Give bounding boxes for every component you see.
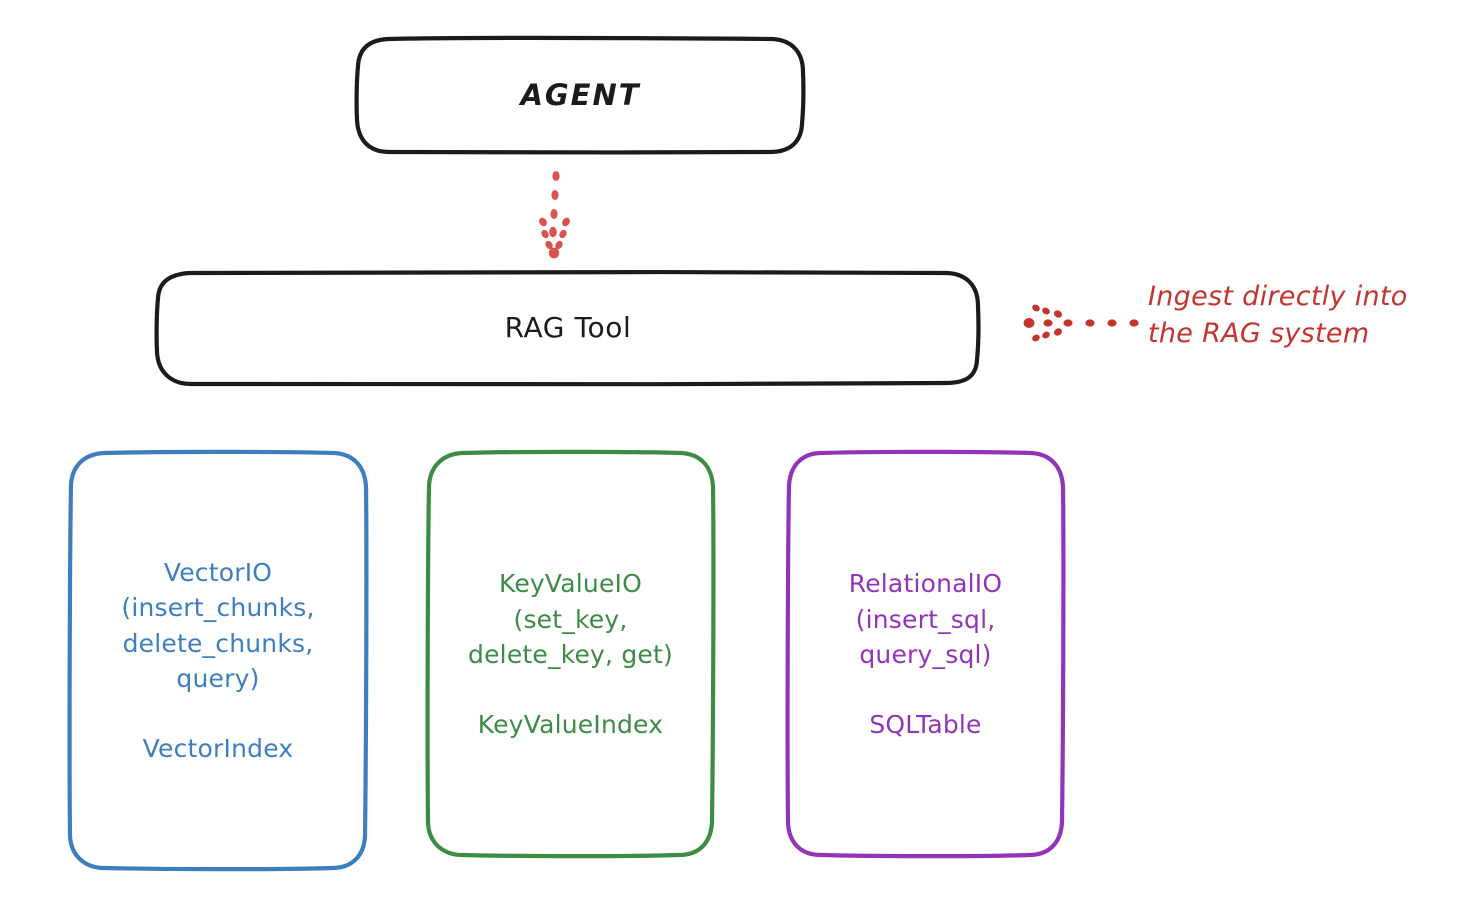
agent-node[interactable]: AGENT [357, 38, 804, 153]
ingest-note-arrow [1023, 304, 1139, 342]
rag-tool-box-outline[interactable] [154, 269, 981, 387]
key-value-io-node[interactable]: KeyValueIO (set_key, delete_key, get) Ke… [428, 452, 713, 856]
rag-tool-label: RAG Tool [504, 310, 632, 344]
agent-box-outline[interactable] [354, 35, 806, 155]
key-value-io-content: KeyValueIO (set_key, delete_key, get) Ke… [428, 566, 713, 742]
relational-io-node[interactable]: RelationalIO (insert_sql, query_sql) SQL… [788, 452, 1063, 856]
sql-table-label: SQLTable [869, 709, 982, 739]
relational-io-box-outline[interactable] [785, 449, 1066, 859]
key-value-index-label: KeyValueIndex [477, 709, 664, 739]
relational-io-api-label: RelationalIO (insert_sql, query_sql) [848, 569, 1003, 669]
agent-to-rag-arrow [539, 171, 570, 259]
rag-tool-node[interactable]: RAG Tool [157, 272, 979, 384]
ingest-note-label: Ingest directly into the RAG system [1148, 281, 1408, 350]
vector-index-label: VectorIndex [142, 733, 294, 763]
vector-io-node[interactable]: VectorIO (insert_chunks, delete_chunks, … [70, 452, 366, 869]
key-value-io-box-outline[interactable] [425, 449, 716, 859]
agent-label: AGENT [520, 78, 641, 113]
relational-io-content: RelationalIO (insert_sql, query_sql) SQL… [788, 566, 1063, 742]
vector-io-box-outline[interactable] [67, 449, 369, 872]
vector-io-api-label: VectorIO (insert_chunks, delete_chunks, … [121, 557, 315, 694]
key-value-io-api-label: KeyValueIO (set_key, delete_key, get) [468, 569, 673, 669]
vector-io-content: VectorIO (insert_chunks, delete_chunks, … [70, 555, 366, 767]
